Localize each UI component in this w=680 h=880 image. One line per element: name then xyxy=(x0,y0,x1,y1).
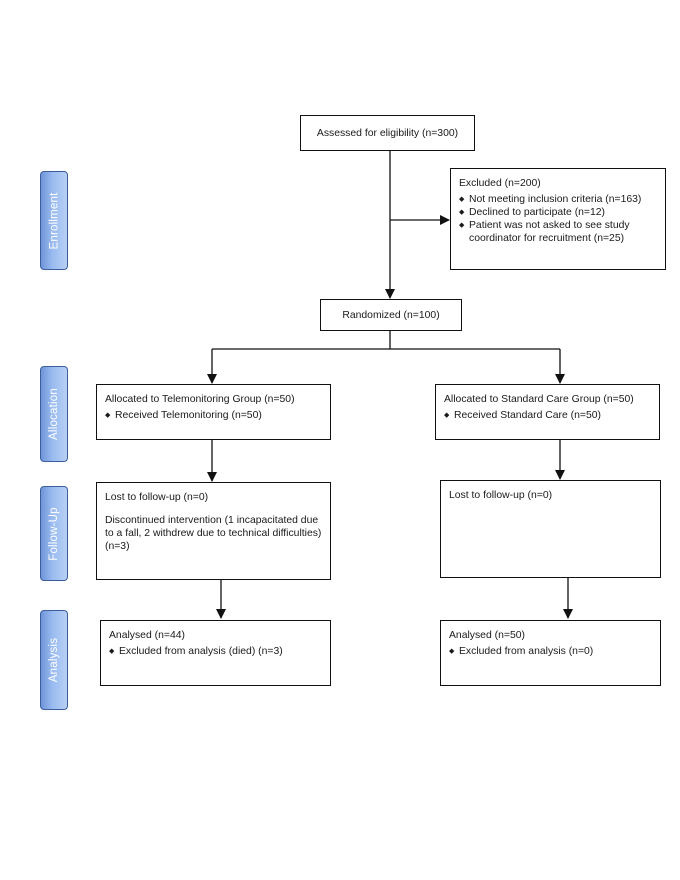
telemonitoring-allocation-box: Allocated to Telemonitoring Group (n=50)… xyxy=(96,384,331,440)
stage-follow-up-text: Follow-Up xyxy=(48,506,60,561)
randomized-text: Randomized (n=100) xyxy=(342,309,440,321)
bullet-diamond-icon: ◆ xyxy=(449,648,455,655)
stage-enrollment-text: Enrollment xyxy=(48,192,60,249)
standard-care-allocation-box: Allocated to Standard Care Group (n=50) … xyxy=(435,384,660,440)
randomized-box: Randomized (n=100) xyxy=(320,299,462,331)
standard-care-allocation-item: ◆ Received Standard Care (n=50) xyxy=(444,410,601,421)
stage-label-allocation: Allocation xyxy=(40,366,68,462)
excluded-item: ◆ Not meeting inclusion criteria (n=163) xyxy=(459,194,642,205)
standard-care-lost-text: Lost to follow-up (n=0) xyxy=(449,490,553,501)
telemonitoring-follow-up-box: Lost to follow-up (n=0) Discontinued int… xyxy=(96,482,331,580)
excluded-item: ◆ Patient was not asked to see study coo… xyxy=(459,220,630,244)
excluded-title: Excluded (n=200) xyxy=(459,178,541,189)
telemonitoring-lost-text: Lost to follow-up (n=0) xyxy=(105,492,209,503)
bullet-diamond-icon: ◆ xyxy=(109,648,115,655)
stage-label-follow-up: Follow-Up xyxy=(40,486,68,581)
bullet-diamond-icon: ◆ xyxy=(459,209,465,216)
excluded-box: Excluded (n=200) ◆ Not meeting inclusion… xyxy=(450,168,666,270)
excluded-item: ◆ Declined to participate (n=12) xyxy=(459,207,606,218)
telemonitoring-allocation-title: Allocated to Telemonitoring Group (n=50) xyxy=(105,394,295,405)
telemonitoring-excluded-analysis-item: ◆ Excluded from analysis (died) (n=3) xyxy=(109,646,283,657)
stage-label-enrollment: Enrollment xyxy=(40,171,68,270)
assessed-text: Assessed for eligibility (n=300) xyxy=(316,127,459,139)
telemonitoring-discontinued-text: Discontinued intervention (1 incapacitat… xyxy=(105,515,322,552)
standard-care-excluded-analysis-item: ◆ Excluded from analysis (n=0) xyxy=(449,646,594,657)
bullet-diamond-icon: ◆ xyxy=(459,196,465,203)
stage-label-analysis: Analysis xyxy=(40,610,68,710)
bullet-diamond-icon: ◆ xyxy=(459,222,465,229)
stage-allocation-text: Allocation xyxy=(48,388,60,440)
assessed-box: Assessed for eligibility (n=300) xyxy=(300,115,475,151)
standard-care-analysis-box: Analysed (n=50) ◆ Excluded from analysis… xyxy=(440,620,661,686)
standard-care-analysed-text: Analysed (n=50) xyxy=(449,630,525,641)
telemonitoring-analysed-text: Analysed (n=44) xyxy=(109,630,185,641)
telemonitoring-analysis-box: Analysed (n=44) ◆ Excluded from analysis… xyxy=(100,620,331,686)
bullet-diamond-icon: ◆ xyxy=(105,412,111,419)
bullet-diamond-icon: ◆ xyxy=(444,412,450,419)
standard-care-allocation-title: Allocated to Standard Care Group (n=50) xyxy=(444,394,634,405)
standard-care-follow-up-box: Lost to follow-up (n=0) xyxy=(440,480,661,578)
telemonitoring-allocation-item: ◆ Received Telemonitoring (n=50) xyxy=(105,410,262,421)
stage-analysis-text: Analysis xyxy=(48,637,61,683)
